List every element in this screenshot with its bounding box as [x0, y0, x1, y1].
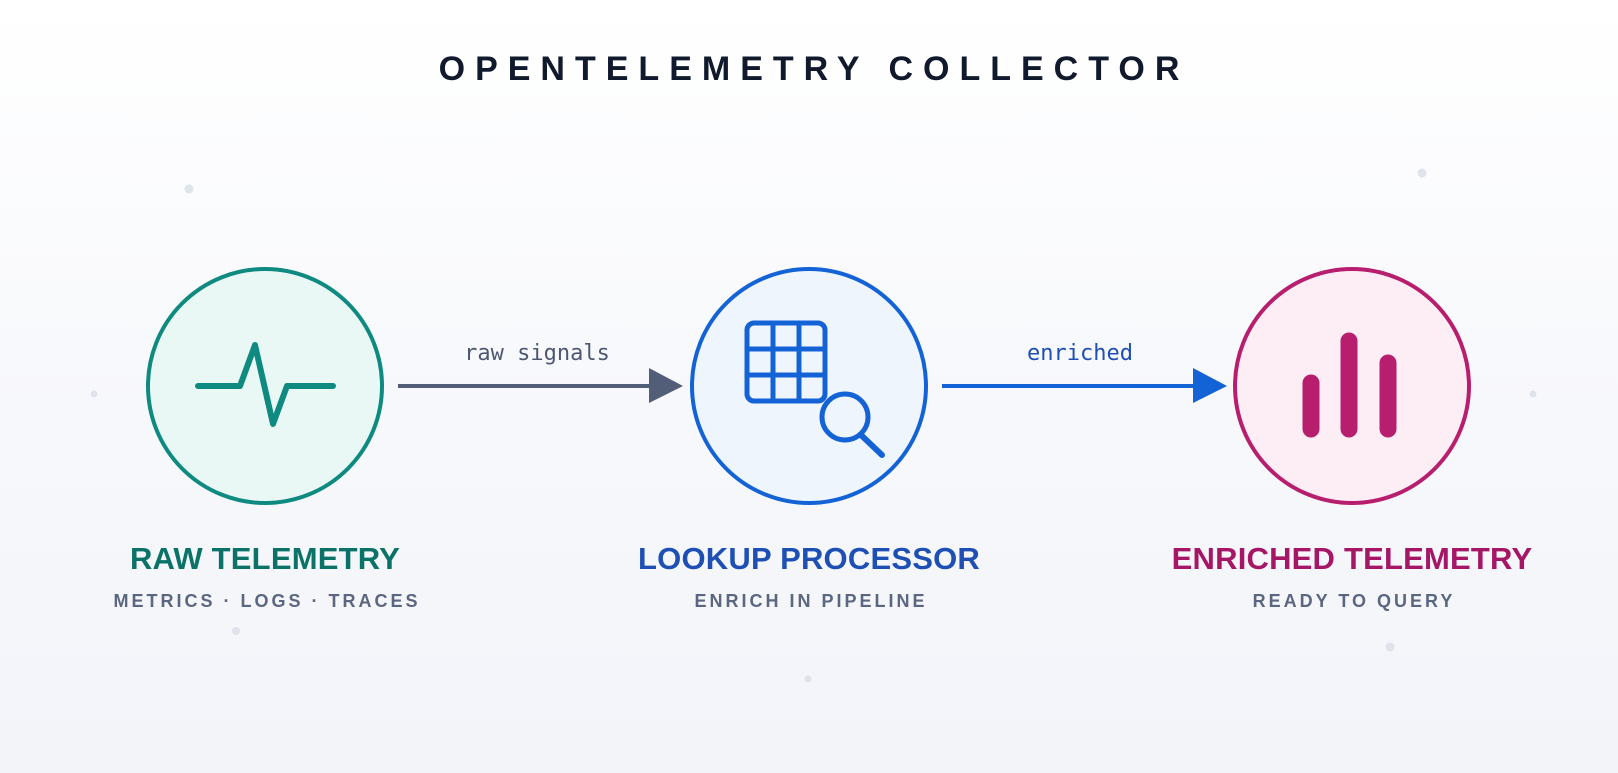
node-enriched-telemetry — [1233, 267, 1471, 505]
background-dot — [1385, 642, 1395, 652]
edge-raw-to-lookup: raw signals — [398, 341, 683, 403]
edge-label-raw-signals: raw signals — [464, 341, 610, 366]
background-dot — [184, 184, 194, 194]
background-dot — [232, 627, 240, 635]
node-sublabel-enriched: READY TO QUERY — [1252, 591, 1456, 611]
diagram-title: OPENTELEMETRY COLLECTOR — [438, 50, 1190, 88]
table-search-icon — [744, 320, 885, 458]
node-lookup-processor — [690, 267, 928, 505]
background-dot — [804, 675, 812, 683]
background-dot — [1417, 168, 1427, 178]
arrowhead-raw — [649, 368, 683, 403]
pulse-icon — [195, 342, 336, 427]
node-label-raw: RAW TELEMETRY — [129, 541, 401, 576]
bar-chart-icon — [1302, 332, 1397, 438]
background-dot — [1529, 390, 1537, 398]
background-dot — [90, 390, 98, 398]
node-sublabel-raw: METRICS · LOGS · TRACES — [113, 591, 421, 611]
node-raw-telemetry — [146, 267, 384, 505]
node-label-enriched: ENRICHED TELEMETRY — [1171, 541, 1533, 576]
node-sublabel-lookup: ENRICH IN PIPELINE — [694, 591, 928, 611]
edge-label-enriched: enriched — [1027, 341, 1133, 366]
edge-lookup-to-enriched: enriched — [942, 341, 1227, 403]
background-dots — [90, 168, 1537, 683]
node-circle-lookup — [690, 267, 928, 505]
node-label-lookup: LOOKUP PROCESSOR — [638, 541, 980, 576]
arrowhead-enriched — [1193, 368, 1227, 403]
